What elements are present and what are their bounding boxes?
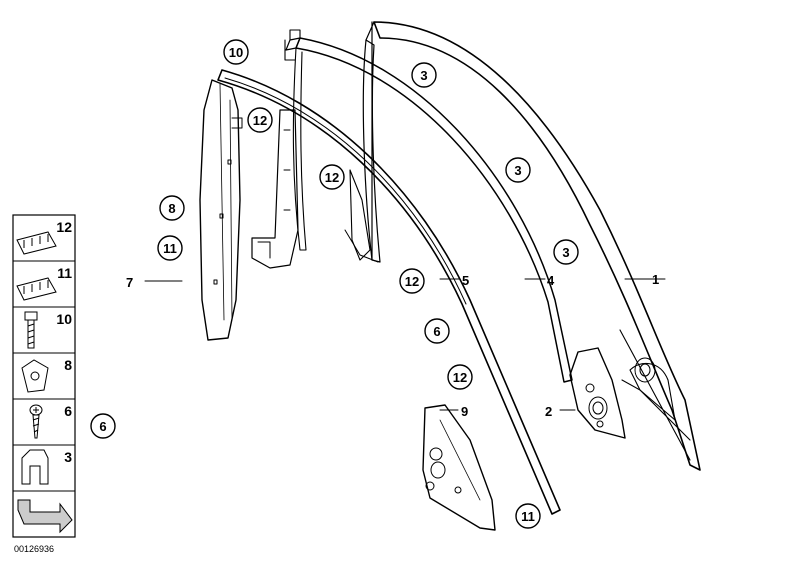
legend-number: 6 bbox=[64, 403, 72, 419]
nut-icon bbox=[21, 359, 49, 393]
svg-text:8: 8 bbox=[168, 201, 175, 216]
callouts: 10 3 12 12 3 8 11 3 12 6 12 6 11 bbox=[90, 39, 579, 529]
svg-text:3: 3 bbox=[562, 245, 569, 260]
part-5-guide-rail bbox=[217, 69, 561, 515]
part-label: 4 bbox=[547, 273, 555, 288]
part-label: 7 bbox=[126, 275, 133, 290]
svg-text:10: 10 bbox=[229, 45, 243, 60]
callout-circle: 12 bbox=[399, 268, 425, 294]
legend-number: 3 bbox=[64, 449, 72, 465]
clip-icon bbox=[16, 277, 57, 301]
svg-text:6: 6 bbox=[99, 419, 106, 434]
callout-circle: 6 bbox=[424, 318, 450, 344]
part-label: 5 bbox=[462, 273, 469, 288]
part-2-corner-piece bbox=[569, 347, 626, 439]
callout-circle: 3 bbox=[553, 239, 579, 265]
callout-circle: 3 bbox=[505, 157, 531, 183]
callout-circle: 12 bbox=[319, 164, 345, 190]
screw-icon bbox=[29, 404, 43, 439]
callout-circle: 12 bbox=[247, 107, 273, 133]
svg-text:3: 3 bbox=[420, 68, 427, 83]
part-bracket-upper bbox=[251, 109, 299, 269]
callout-circle: 11 bbox=[157, 235, 183, 261]
callout-circle: 12 bbox=[447, 364, 473, 390]
legend-number: 11 bbox=[57, 265, 72, 281]
svg-text:3: 3 bbox=[514, 163, 521, 178]
part-label: 2 bbox=[545, 404, 552, 419]
legend-number: 10 bbox=[56, 311, 72, 327]
part-7-pillar-trim bbox=[199, 79, 243, 341]
callout-circle: 3 bbox=[411, 62, 437, 88]
bolt-icon bbox=[24, 311, 38, 349]
arrow-icon bbox=[17, 499, 73, 534]
document-id: 00126936 bbox=[14, 544, 54, 554]
callout-circle: 11 bbox=[515, 503, 541, 529]
callout-circle: 6 bbox=[90, 413, 116, 439]
legend-number: 12 bbox=[56, 219, 72, 235]
part-1-door-frame-seal bbox=[362, 21, 701, 471]
svg-text:12: 12 bbox=[325, 170, 339, 185]
svg-text:11: 11 bbox=[521, 509, 535, 524]
svg-text:6: 6 bbox=[433, 324, 440, 339]
part-9-mirror-cover bbox=[422, 404, 496, 531]
clip-icon bbox=[16, 231, 57, 255]
bracket-clip-icon bbox=[21, 449, 49, 485]
svg-text:12: 12 bbox=[253, 113, 267, 128]
callout-circle: 8 bbox=[159, 195, 185, 221]
svg-text:12: 12 bbox=[453, 370, 467, 385]
legend-number: 8 bbox=[64, 357, 72, 373]
svg-text:11: 11 bbox=[163, 241, 177, 256]
fastener-legend: 12 11 10 8 6 3 bbox=[12, 214, 76, 554]
leader-lines bbox=[144, 278, 666, 411]
part-labels: 1 2 4 5 7 9 bbox=[126, 272, 659, 419]
part-label: 9 bbox=[461, 404, 468, 419]
part-label: 1 bbox=[652, 272, 659, 287]
callout-circle: 10 bbox=[223, 39, 249, 65]
svg-text:12: 12 bbox=[405, 274, 419, 289]
